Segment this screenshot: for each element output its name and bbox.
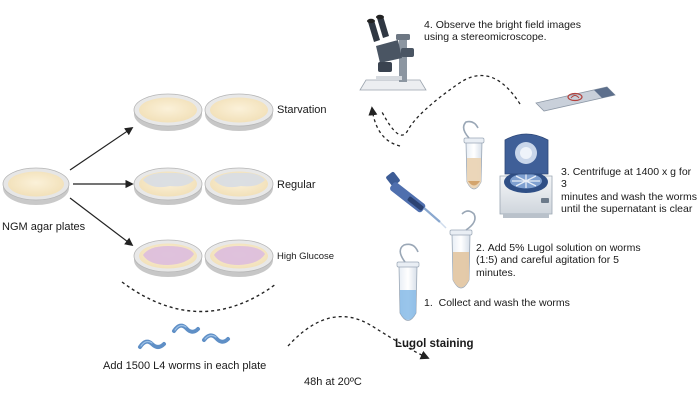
incubation-arrow [287,315,430,360]
step-number: 3. [561,166,570,178]
petri-dish [133,239,203,277]
condition-label-regular: Regular [277,179,316,191]
lugol-staining-title: Lugol staining [395,338,474,350]
step-1: 1. Collect and wash the worms [424,297,570,309]
step-number: 1. [424,297,433,309]
starvation-plates [133,93,274,131]
centrifuge-icon [499,133,553,218]
step-text-line: minutes and wash the worms [561,190,697,203]
petri-dish [133,93,203,131]
step-text-line: Observe the bright field images [435,19,582,31]
arrow-to-high-glucose [69,197,134,247]
step-text: Collect and wash the worms [438,297,570,309]
petri-dish [204,239,274,277]
arrow-to-starvation [69,127,134,171]
petri-dish [204,167,274,205]
step-text-line: until the supernatant is clear [561,203,693,216]
step-text-line: using a stereomicroscope. [424,31,547,44]
petri-dish [204,93,274,131]
centrifuged-tube [462,120,485,190]
step-4: 4. Observe the bright field images using… [424,19,624,44]
plates-bracket [121,281,277,313]
incubation-label: 48h at 20ºC [304,376,362,388]
stereomicroscope-icon [359,14,427,91]
source-plate [2,167,70,205]
plate-arrows [69,127,134,247]
step-2: 2. Add 5% Lugol solution on worms (1:5) … [476,242,666,279]
pipette-icon [386,172,447,229]
source-plate-label: NGM agar plates [2,221,86,233]
step-text-line: Add 5% Lugol solution on worms [487,242,641,254]
step-text-line: (1:5) and careful agitation for 5 [476,254,620,267]
step-3: 3. Centrifuge at 1400 x g for 3 minutes … [561,166,699,216]
collection-tube [396,243,420,321]
step-number: 2. [476,242,485,254]
lugol-tube [449,210,476,289]
high-glucose-plates [133,239,274,277]
condition-label-starvation: Starvation [277,104,327,116]
microscope-slide-icon [535,86,616,112]
worms-label: Add 1500 L4 worms in each plate [103,360,267,372]
results-arrow [368,106,401,147]
slide-to-microscope-arrow [381,75,521,136]
petri-dish [133,167,203,205]
regular-plates [133,167,274,205]
condition-label-high-glucose: High Glucose [277,251,335,262]
step-number: 4. [424,19,433,31]
step-text-line: minutes. [476,266,516,279]
step-text-line: Centrifuge at 1400 x g for 3 [561,166,692,191]
